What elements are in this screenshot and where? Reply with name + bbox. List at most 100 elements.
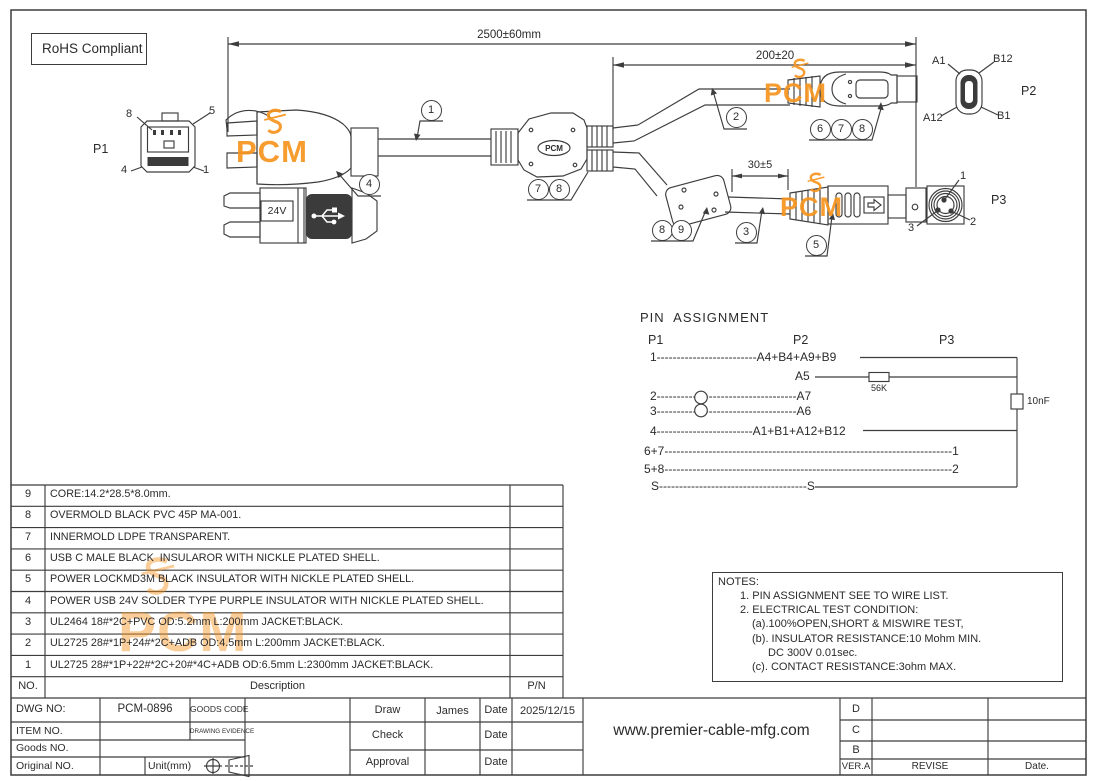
part-desc: UL2464 18#*2C+PVC OD:5.2mm L:200mm JACKE… (50, 616, 344, 628)
p1-label: P1 (93, 142, 109, 156)
pin-row-1: 1-------------------------A4+B4+A9+B9 (650, 350, 837, 364)
revise-label: REVISE (911, 761, 949, 772)
part-desc: UL2725 28#*1P+22#*2C+20#*4C+ADB OD:6.5mm… (50, 659, 434, 671)
date-label-1: Date (484, 704, 508, 716)
callout-6: 6 (809, 118, 831, 140)
parts-header-pn: P/N (527, 680, 546, 692)
pin-row-5-8: 5+8-------------------------------------… (644, 462, 959, 476)
callout-8a: 8 (548, 178, 570, 200)
item-no-label: ITEM NO. (16, 725, 63, 737)
title-block-grid (11, 697, 1086, 775)
part-no: 6 (24, 552, 32, 564)
date-label-3: Date (484, 756, 508, 768)
ver-label: VER.A (841, 761, 871, 772)
dim-overall-label: 2500±60mm (477, 29, 541, 41)
watermark-text: PCM (118, 600, 248, 664)
dwg-no-value: PCM-0896 (117, 703, 173, 715)
part-desc: INNERMOLD LDPE TRANSPARENT. (50, 531, 231, 543)
callout-7b: 7 (830, 118, 852, 140)
p1-front-view (130, 112, 211, 173)
rohs-box: RoHS Compliant (31, 33, 147, 65)
watermark-text: PCM (764, 78, 827, 108)
p2-pin-b1: B1 (997, 110, 1011, 122)
p1-pin-1: 1 (203, 164, 210, 176)
callout-5: 5 (805, 234, 827, 256)
resistor-symbol (868, 371, 890, 383)
rev-c-label: C (852, 724, 860, 736)
projection-symbols (204, 754, 253, 778)
original-no-label: Original NO. (16, 760, 74, 772)
draw-label: Draw (374, 704, 401, 716)
p3-pin-1: 1 (960, 170, 967, 182)
junction-overmold: PCM (490, 112, 614, 178)
watermark-anchor-icon (807, 172, 825, 193)
p1-pin-8: 8 (126, 108, 133, 120)
website-link: www.premier-cable-mfg.com (613, 722, 810, 739)
pin-row-2: 2-----------------------------------A7 (650, 389, 812, 403)
pin-row-a5: A5 (795, 369, 810, 383)
watermark-anchor-icon (263, 108, 287, 134)
rohs-label: RoHS Compliant (42, 41, 143, 56)
draw-name: James (436, 705, 469, 717)
goods-no-label: Goods NO. (16, 742, 69, 754)
p2-pin-b12: B12 (993, 53, 1013, 65)
callout-leaders (336, 88, 884, 257)
watermark-anchor-icon (791, 58, 809, 79)
pin-row-6-7: 6+7-------------------------------------… (644, 444, 959, 458)
arrow-symbol (867, 198, 882, 212)
part-no: 8 (24, 509, 32, 521)
capacitor-value: 10nF (1027, 396, 1050, 407)
ferrite-core (665, 174, 732, 228)
p1-pin-4: 4 (121, 164, 128, 176)
pin-assignment-col-p3: P3 (939, 333, 955, 347)
watermark-text: PCM (236, 134, 308, 169)
p2-front-view (940, 61, 999, 117)
watermark-anchor-icon (141, 557, 175, 595)
notes-line-2c: (c). CONTACT RESISTANCE:3ohm MAX. (752, 661, 957, 673)
junction-logo-text: PCM (545, 144, 563, 153)
date-dot-label: Date. (1025, 761, 1049, 772)
usb-trident-icon (311, 207, 345, 225)
p1-pin-5: 5 (209, 105, 216, 117)
part-desc: UL2725 28#*1P+24#*2C+ADB OD:4.5mm L:200m… (50, 637, 385, 649)
p2-label: P2 (1021, 84, 1037, 98)
drawing-evidence-label: DRAWING EVIDENCE (190, 728, 255, 735)
rev-b-label: B (852, 744, 860, 756)
pin-assignment-title: PIN ASSIGNMENT (640, 310, 770, 325)
notes-line-2: 2. ELECTRICAL TEST CONDITION: (740, 604, 919, 616)
notes-box (712, 572, 1063, 682)
parts-header-no: NO. (18, 680, 38, 692)
part-desc: OVERMOLD BLACK PVC 45P MA-001. (50, 509, 242, 521)
part-desc: POWER USB 24V SOLDER TYPE PURPLE INSULAT… (50, 595, 484, 607)
callout-2: 2 (725, 106, 747, 128)
p3-pin-3: 3 (908, 222, 915, 234)
part-no: 9 (24, 488, 32, 500)
notes-line-2b: (b). INSULATOR RESISTANCE:10 Mohm MIN. (752, 633, 982, 645)
notes-line-2a: (a).100%OPEN,SHORT & MISWIRE TEST, (752, 618, 964, 630)
part-no: 2 (24, 637, 32, 649)
part-no: 7 (24, 531, 32, 543)
callout-8c: 8 (651, 219, 673, 241)
date-label-2: Date (484, 729, 508, 741)
dwg-no-label: DWG NO: (16, 703, 66, 715)
part-desc: CORE:14.2*28.5*8.0mm. (50, 488, 171, 500)
resistor-value: 56K (871, 383, 888, 393)
callout-4: 4 (358, 173, 380, 195)
pin-assignment-wiring (815, 356, 1024, 488)
pin-row-4: 4------------------------A1+B1+A12+B12 (650, 424, 846, 438)
capacitor-symbol (1010, 393, 1024, 410)
notes-title: NOTES: (718, 576, 759, 588)
part-no: 1 (24, 659, 32, 671)
dim-branch-label: 200±20 (755, 50, 795, 62)
part-no: 5 (24, 573, 32, 585)
parts-header-description: Description (249, 680, 306, 692)
pin-row-s: S-------------------------------------S (651, 479, 815, 493)
p3-label: P3 (991, 193, 1007, 207)
callout-8b: 8 (851, 118, 873, 140)
callout-7a: 7 (527, 178, 549, 200)
dimension-lines (227, 37, 917, 192)
p3-pin-2: 2 (970, 216, 977, 228)
approval-label: Approval (365, 756, 410, 768)
